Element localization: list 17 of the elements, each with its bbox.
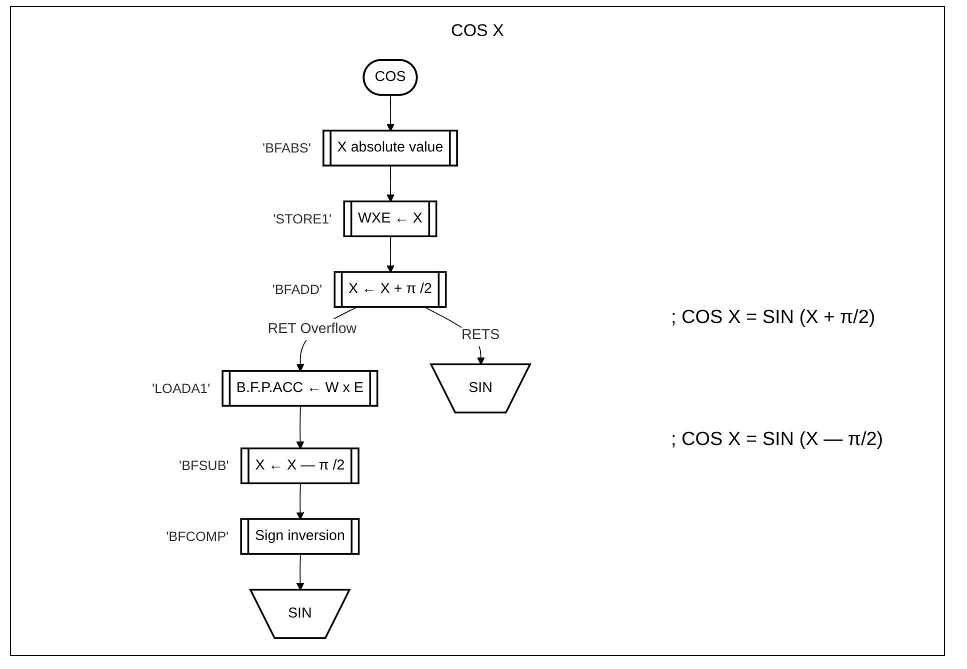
arrow	[386, 94, 394, 132]
formula-note: ; COS X = SIN (X — π/2)	[671, 429, 884, 451]
edge-label: RETS	[461, 328, 500, 343]
arrow	[296, 554, 304, 591]
arrow	[296, 406, 304, 450]
subroutine-name: 'BFCOMP'	[166, 528, 229, 544]
subroutine-name: 'LOADA1'	[152, 380, 210, 396]
arrow	[386, 236, 394, 273]
arrow	[296, 483, 304, 520]
subroutine-name: 'BFADD'	[272, 282, 322, 297]
arrow	[386, 166, 394, 202]
subroutine-name: 'STORE1'	[273, 211, 332, 226]
formula-note: ; COS X = SIN (X + π/2)	[671, 307, 876, 329]
subroutine-name: 'BFSUB'	[179, 458, 229, 474]
diagram-title: COS X	[451, 21, 504, 41]
edge-label: RET Overflow	[268, 321, 357, 337]
subroutine-name: 'BFABS'	[262, 140, 311, 156]
